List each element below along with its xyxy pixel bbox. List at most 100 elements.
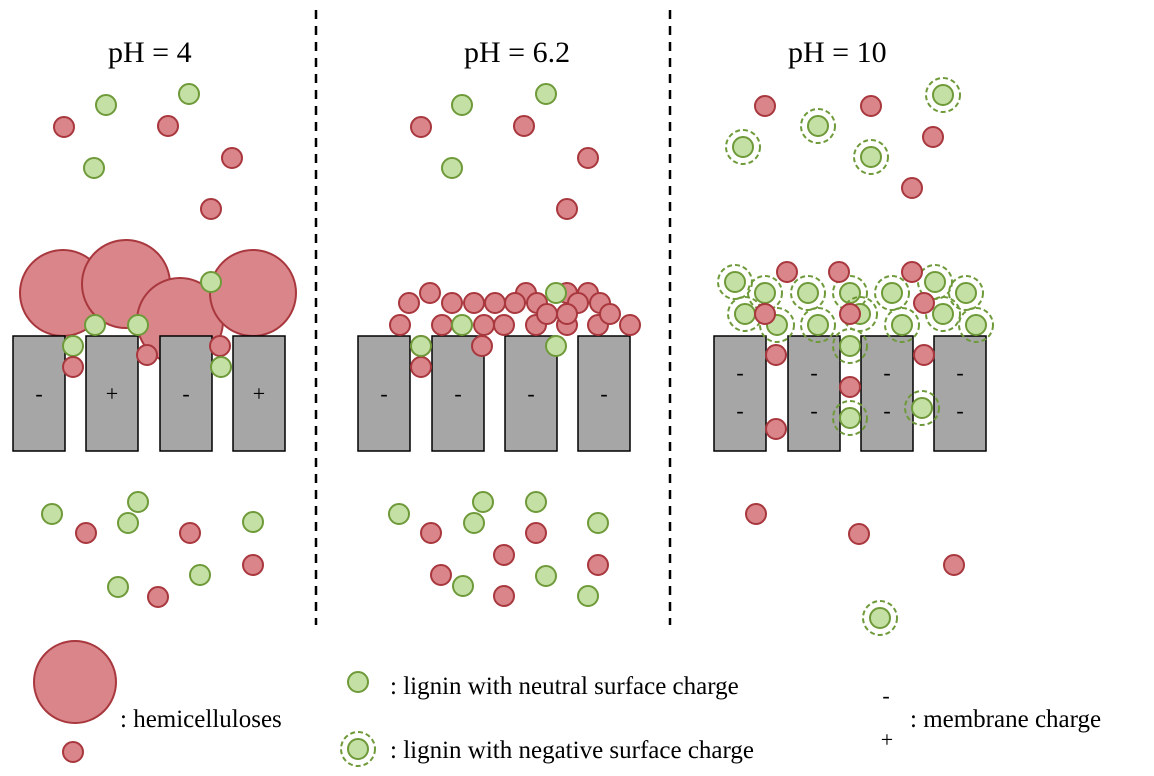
lignin-neutral-particle <box>62 335 84 357</box>
membrane-bar <box>933 335 987 452</box>
legend-lignin-neutral-marker <box>347 671 369 693</box>
lignin-negative-particle <box>790 275 826 311</box>
negative-charge-halo <box>904 390 940 426</box>
hemicellulose-particle <box>754 95 776 117</box>
hemicellulose-particle <box>419 282 441 304</box>
hemicellulose-particle <box>776 261 798 283</box>
membrane-charge-sign: - <box>736 360 743 385</box>
membrane-bar <box>357 335 411 452</box>
hemicellulose-particle <box>745 503 767 525</box>
lignin-negative-particle <box>874 275 910 311</box>
lignin-core <box>955 282 977 304</box>
lignin-core <box>807 314 829 336</box>
lignin-neutral-particle <box>587 512 609 534</box>
legend-hemicellulose-large-marker <box>33 640 117 724</box>
hemicellulose-particle <box>556 198 578 220</box>
hemicellulose-particle <box>441 292 463 314</box>
membrane-charge-sign: - <box>736 398 743 423</box>
lignin-negative-particle <box>884 307 920 343</box>
lignin-neutral-particle <box>189 564 211 586</box>
lignin-core <box>860 146 882 168</box>
legend-lignin-negative-label: : lignin with negative surface charge <box>390 737 754 764</box>
lignin-neutral-particle <box>441 157 463 179</box>
hemicellulose-particle <box>901 177 923 199</box>
lignin-neutral-particle <box>117 512 139 534</box>
lignin-neutral-particle <box>577 585 599 607</box>
hemicellulose-particle <box>484 292 506 314</box>
membrane-charge-sign: - <box>454 381 461 406</box>
negative-charge-halo <box>759 307 795 343</box>
lignin-core <box>807 115 829 137</box>
membrane-bar <box>431 335 485 452</box>
lignin-core <box>839 407 861 429</box>
membrane-charge-sign: - <box>182 381 189 406</box>
membrane-charge-sign: - <box>883 360 890 385</box>
legend-plus-symbol: + <box>881 727 893 752</box>
membrane-charge-sign: - <box>956 360 963 385</box>
negative-charge-halo <box>853 139 889 175</box>
hemicellulose-particle <box>839 303 861 325</box>
lignin-neutral-particle <box>83 157 105 179</box>
membrane-bar <box>577 335 631 452</box>
membrane-bar <box>787 335 841 452</box>
lignin-neutral-particle <box>84 314 106 336</box>
hemicellulose-particle <box>430 564 452 586</box>
legend-lignin-negative-marker <box>347 738 369 760</box>
lignin-neutral-particle <box>545 282 567 304</box>
membrane-charge-sign: - <box>35 381 42 406</box>
membrane-charge-sign: - <box>810 398 817 423</box>
lignin-core <box>911 397 933 419</box>
membrane-charge-sign: + <box>253 381 265 406</box>
lignin-core <box>924 271 946 293</box>
hemicellulose-particle <box>525 522 547 544</box>
hemicellulose-particle <box>513 115 535 137</box>
hemicellulose-particle <box>599 303 621 325</box>
hemicellulose-particle <box>53 116 75 138</box>
negative-charge-halo <box>832 328 868 364</box>
hemicellulose-particle <box>209 335 231 357</box>
lignin-neutral-particle <box>41 503 63 525</box>
hemicellulose-particle <box>493 544 515 566</box>
hemicellulose-particle <box>147 586 169 608</box>
lignin-neutral-particle <box>200 271 222 293</box>
membrane-bar <box>232 335 286 452</box>
negative-charge-halo <box>948 275 984 311</box>
membrane-bar <box>159 335 213 452</box>
lignin-neutral-particle <box>178 83 200 105</box>
membrane-bar <box>860 335 914 452</box>
negative-charge-halo <box>842 296 878 332</box>
lignin-negative-particle <box>925 77 961 113</box>
lignin-core <box>732 136 754 158</box>
hemicellulose-particle <box>473 314 495 336</box>
hemicellulose-particle <box>136 344 158 366</box>
lignin-neutral-particle <box>242 511 264 533</box>
hemicellulose-particle <box>157 115 179 137</box>
hemicellulose-particle <box>431 314 453 336</box>
lignin-neutral-particle <box>472 491 494 513</box>
membrane-layer: -+-+------------ <box>12 335 987 452</box>
lignin-core <box>839 282 861 304</box>
hemicellulose-particle <box>913 344 935 366</box>
membrane-charge-sign: - <box>956 398 963 423</box>
lignin-neutral-particle <box>545 335 567 357</box>
hemicellulose-particle <box>420 522 442 544</box>
hemicellulose-particle <box>410 116 432 138</box>
legend-minus-symbol: - <box>882 683 889 708</box>
membrane-charge-sign: - <box>527 381 534 406</box>
lignin-negative-particle <box>832 328 868 364</box>
negative-charge-halo <box>800 307 836 343</box>
hemicellulose-particle <box>860 95 882 117</box>
negative-charge-halo <box>862 600 898 636</box>
membrane-bar <box>85 335 139 452</box>
hemicellulose-particle <box>828 261 850 283</box>
legend: : hemicelluloses : lignin with neutral s… <box>33 640 1101 767</box>
lignin-core <box>932 84 954 106</box>
lignin-negative-particle <box>800 307 836 343</box>
lignin-neutral-particle <box>525 491 547 513</box>
lignin-core <box>724 271 746 293</box>
lignin-negative-particle <box>904 390 940 426</box>
hemicellulose-particle <box>839 376 861 398</box>
membrane-charge-sign: - <box>810 360 817 385</box>
hemicellulose-particle <box>75 522 97 544</box>
